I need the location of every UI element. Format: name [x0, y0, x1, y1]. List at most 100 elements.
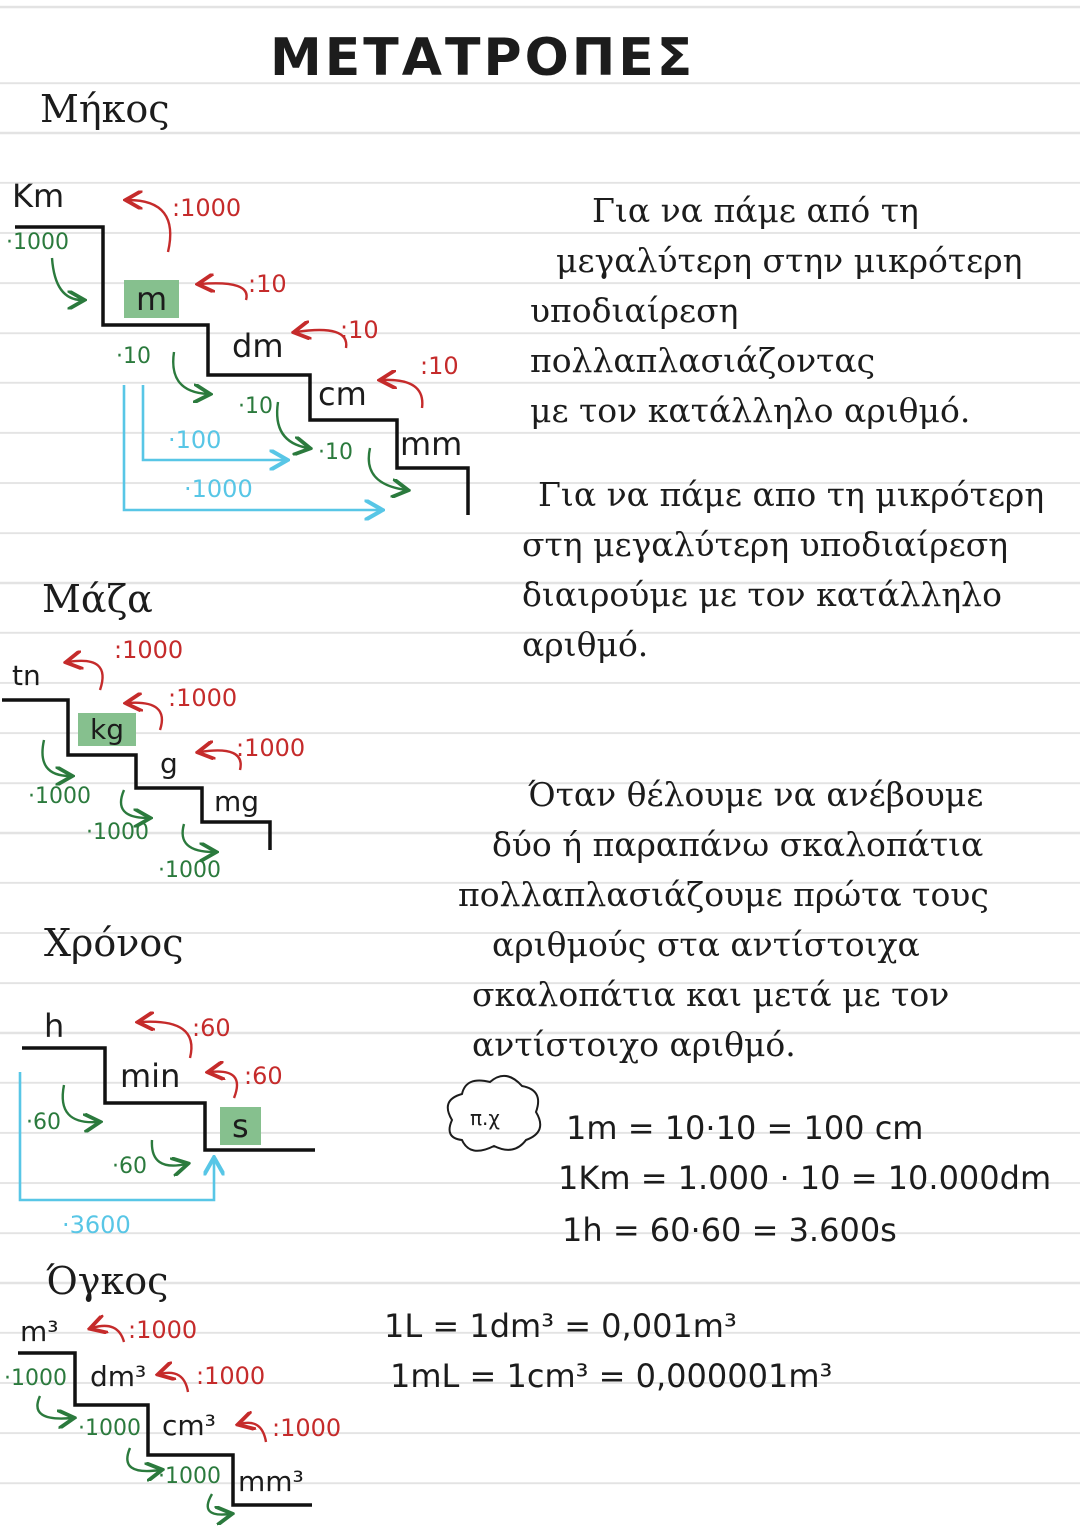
- length-multiply-label-2: ·10: [116, 344, 151, 369]
- length-combined-arrow-100: [141, 385, 285, 460]
- unit-s: s: [220, 1107, 261, 1145]
- length-multiply-label-3: ·10: [238, 394, 273, 419]
- length-combined-label-1000: ·1000: [184, 475, 253, 503]
- volume-divide-arrow-3: [240, 1423, 268, 1443]
- volume-multiply-arrow-2: [126, 1447, 160, 1471]
- example-badge: π.χ: [470, 1106, 500, 1130]
- volume-divide-label-1: :1000: [128, 1316, 198, 1344]
- note-line: αντίστοιχο αριθμό.: [472, 1025, 796, 1064]
- time-stairs: [22, 1046, 315, 1152]
- length-combined-arrow-1000: [122, 385, 380, 510]
- mass-multiply-label-2: ·1000: [86, 820, 149, 845]
- note-line: διαιρούμε με τον κατάλληλο: [522, 575, 1002, 614]
- unit-dm: dm: [232, 327, 284, 365]
- time-multiply-arrow-2: [150, 1139, 186, 1166]
- time-multiply-label-1: ·60: [26, 1110, 61, 1135]
- time-divide-label-1: :60: [192, 1014, 231, 1042]
- volume-divide-label-3: :1000: [272, 1414, 342, 1442]
- length-divide-label-2: :10: [248, 270, 287, 298]
- note-big-to-small: Για να πάμε από τη μεγαλύτερη στην μικρό…: [530, 186, 1070, 436]
- mass-divide-arrow-3: [200, 750, 242, 771]
- mass-multiply-arrow-2: [119, 789, 148, 818]
- note-line: αριθμούς στα αντίστοιχα: [492, 925, 920, 964]
- mass-multiply-arrow-3: [181, 823, 214, 852]
- note-line: Για να πάμε απο τη μικρότερη: [538, 475, 1045, 514]
- unit-g: g: [160, 747, 178, 780]
- unit-mm3: mm³: [238, 1465, 304, 1498]
- time-multiply-label-2: ·60: [112, 1154, 147, 1179]
- note-multi-step: Όταν θέλουμε να ανέβουμε δύο ή παραπάνω …: [458, 770, 1073, 1070]
- length-divide-label-1: :1000: [172, 194, 242, 222]
- time-divide-arrow-1: [140, 1022, 193, 1059]
- mass-stairs: [2, 698, 272, 850]
- length-divide-arrow-4: [382, 380, 424, 409]
- length-divide-arrow-1: [128, 200, 172, 253]
- note-small-to-big: Για να πάμε απο τη μικρότερη στη μεγαλύτ…: [522, 470, 1072, 670]
- note-line: υποδιαίρεση πολλαπλασιάζοντας: [530, 291, 876, 380]
- mass-divide-label-3: :1000: [236, 734, 306, 762]
- note-line: μεγαλύτερη στην μικρότερη: [556, 241, 1023, 280]
- unit-km: Km: [12, 177, 65, 215]
- mass-divide-arrow-2: [128, 703, 163, 731]
- mass-multiply-label-1: ·1000: [28, 784, 91, 809]
- unit-h: h: [44, 1007, 65, 1045]
- mass-divide-label-1: :1000: [114, 636, 184, 664]
- mass-multiply-arrow-1: [41, 739, 70, 776]
- length-divide-arrow-2: [200, 283, 248, 301]
- example-line-3: 1h = 60·60 = 3.600s: [562, 1211, 897, 1249]
- unit-mm: mm: [400, 425, 463, 463]
- length-divide-label-3: :10: [340, 316, 379, 344]
- unit-tn: tn: [12, 659, 41, 692]
- time-combined-arrow-3600: [18, 1072, 214, 1202]
- note-line: σκαλοπάτια και μετά με τον: [472, 975, 950, 1014]
- volume-multiply-label-1: ·1000: [4, 1366, 67, 1391]
- example-cloud: [446, 1075, 542, 1152]
- note-line: αριθμό.: [522, 625, 649, 664]
- mass-heading: Μάζα: [42, 577, 153, 621]
- unit-m3: m³: [20, 1315, 59, 1348]
- mass-divide-arrow-1: [68, 661, 104, 691]
- unit-dm3: dm³: [90, 1360, 147, 1393]
- length-multiply-arrow-2: [172, 351, 208, 394]
- volume-divide-label-2: :1000: [196, 1362, 266, 1390]
- unit-mg: mg: [214, 785, 260, 818]
- volume-multiply-arrow-3: [206, 1493, 230, 1515]
- volume-example-2: 1mL = 1cm³ = 0,000001m³: [390, 1357, 833, 1395]
- example-line-1: 1m = 10·10 = 100 cm: [566, 1109, 924, 1147]
- note-line: Για να πάμε από τη: [592, 191, 919, 230]
- note-line: δύο ή παραπάνω σκαλοπάτια: [492, 825, 984, 864]
- unit-cm: cm: [318, 375, 367, 413]
- unit-cm3: cm³: [162, 1409, 216, 1442]
- note-line: πολλαπλασιάζουμε πρώτα τους: [458, 875, 989, 914]
- volume-multiply-label-2: ·1000: [78, 1416, 141, 1441]
- example-line-2: 1Km = 1.000 · 10 = 10.000dm: [558, 1159, 1052, 1197]
- time-divide-arrow-2: [210, 1072, 239, 1099]
- page-title: ΜΕΤΑΤΡΟΠΕΣ: [270, 28, 696, 88]
- time-divide-label-2: :60: [244, 1062, 283, 1090]
- length-stairs: [15, 225, 470, 515]
- length-combined-label-100: ·100: [168, 426, 222, 454]
- volume-divide-arrow-2: [160, 1373, 190, 1393]
- unit-min: min: [120, 1057, 181, 1095]
- time-heading: Χρόνος: [44, 921, 184, 965]
- volume-multiply-arrow-1: [36, 1395, 72, 1419]
- volume-multiply-label-3: ·1000: [158, 1464, 221, 1489]
- unit-kg: kg: [78, 713, 136, 746]
- mass-divide-label-2: :1000: [168, 684, 238, 712]
- time-multiply-arrow-1: [61, 1084, 98, 1122]
- volume-stairs: [18, 1351, 312, 1507]
- unit-m: m: [124, 280, 180, 318]
- note-line: με τον κατάλληλο αριθμό.: [530, 391, 971, 430]
- length-multiply-arrow-1: [50, 257, 82, 300]
- mass-multiply-label-3: ·1000: [158, 858, 221, 883]
- length-multiply-label-4: ·10: [318, 440, 353, 465]
- volume-heading: Όγκος: [46, 1259, 169, 1303]
- length-multiply-arrow-3: [275, 401, 308, 448]
- length-heading: Μήκος: [40, 87, 170, 131]
- volume-divide-arrow-1: [92, 1326, 126, 1343]
- length-divide-arrow-3: [296, 330, 348, 349]
- length-multiply-arrow-4: [367, 447, 406, 490]
- length-divide-label-4: :10: [420, 352, 459, 380]
